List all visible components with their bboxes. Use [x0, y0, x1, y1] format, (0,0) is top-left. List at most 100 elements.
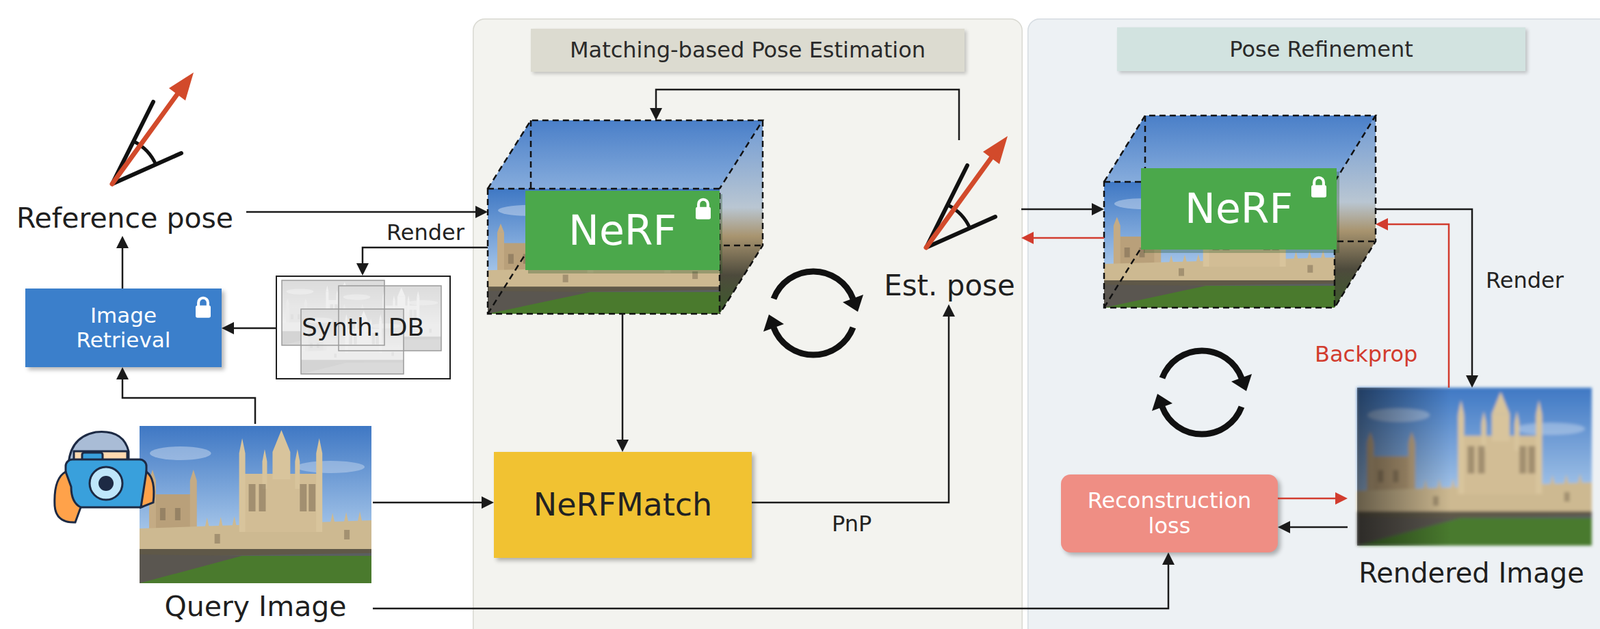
text-slot: NeRFMatch: [493, 452, 752, 559]
stage-panel: Matching-based Pose EstimationNeRF NeRFMa…: [472, 18, 1023, 629]
matcher-box: NeRFMatch: [493, 452, 752, 559]
node-text: Pose Refinement: [1229, 36, 1414, 63]
connector: [1021, 203, 1105, 216]
nerf-cube-art-part: [487, 120, 763, 314]
arrow-head: [1465, 375, 1479, 388]
nerf-cube-art-part: [1104, 115, 1376, 182]
connector-line: [362, 247, 488, 266]
edge-label: Render: [1485, 268, 1564, 294]
loss-box: Reconstruction loss: [1060, 474, 1278, 553]
nerf-cube-art-part-part: [719, 120, 763, 314]
connector-line: [1277, 497, 1338, 501]
nerf-cube-art-part: [1104, 115, 1376, 308]
nerf-cube-art-part-part: [1104, 115, 1376, 182]
arrow-head: [475, 205, 488, 219]
query-photo-part: [139, 426, 372, 584]
arrow-head: [221, 322, 234, 335]
connector: [616, 313, 629, 453]
pose-label: Reference pose: [3, 64, 247, 236]
nerf-cube-art-part: [1311, 177, 1327, 198]
photographer-icon-part: [89, 467, 123, 501]
nerf-cube-art-part-part: [487, 120, 763, 189]
node-text: Query Image: [164, 591, 347, 624]
node-text: Reconstruction loss: [1077, 488, 1263, 540]
nerf-cube-art-part: [1143, 171, 1340, 254]
edge-label-slot: Render: [386, 220, 465, 246]
rendered-photo-part-part: [1357, 387, 1592, 546]
node-text: Matching-based Pose Estimation: [569, 37, 926, 63]
edge-label: PnP: [831, 511, 872, 537]
node-text: Synth. DB: [301, 313, 425, 342]
connector-line: [246, 211, 478, 214]
connector: [751, 304, 955, 503]
arrow-head: [116, 235, 129, 249]
database-thumbnails: [281, 280, 442, 375]
connector-line: [1031, 237, 1105, 240]
connector-line: [751, 314, 949, 503]
retrieval-box: Image Retrieval: [25, 288, 222, 368]
cycle-icon-part: [763, 271, 864, 356]
arrow-head: [356, 263, 369, 276]
edge-label: Render: [386, 220, 465, 246]
database-thumbnail-frames-part: [338, 285, 442, 351]
node-text: NeRF: [1184, 185, 1293, 233]
connector: [116, 235, 129, 289]
connector-line: [1021, 208, 1094, 211]
node-text: Est. pose: [883, 269, 1016, 303]
nerf-cube-art-part-part: [1104, 181, 1335, 308]
connector-line: [122, 377, 256, 425]
arrow-head: [481, 496, 494, 509]
connector: [649, 89, 960, 141]
photographer-icon-part: [98, 476, 114, 492]
connector-line: [1288, 526, 1348, 529]
connector: [356, 247, 488, 276]
nerf-cube-art-part: [1141, 168, 1337, 250]
node-text: Reference pose: [16, 202, 234, 235]
nerf-cube-art-part: [487, 188, 720, 314]
nerf-cube-art-part-part: [530, 120, 763, 246]
connector-line: [372, 502, 484, 505]
text-slot: Reconstruction loss: [1060, 474, 1278, 553]
database-thumbnail-frames-part: [281, 280, 385, 346]
connector-line: [621, 313, 624, 442]
arrow-head: [649, 108, 663, 121]
nerf-cube-art-part: [719, 120, 763, 314]
database-thumbnail-frames-part: [300, 309, 404, 375]
arrow-head: [1375, 218, 1388, 231]
photographer-icon-part: [82, 452, 103, 463]
nerf-cube-art-part-part: [1145, 115, 1376, 242]
database-thumbnails-part: [338, 285, 442, 351]
text-slot: Query Image: [139, 588, 372, 627]
photographer-icon: [54, 432, 154, 523]
nerf-cube-art-part-part: [1104, 241, 1146, 308]
text-slot: NeRF: [525, 190, 720, 271]
connector-line: [231, 327, 276, 330]
arrow-head: [1277, 521, 1291, 534]
cycle-icon-part: [1151, 350, 1252, 435]
nerf-cube-art: [1104, 115, 1376, 308]
connector: [1277, 492, 1348, 505]
rendered-image: Rendered Image: [1347, 387, 1596, 592]
nerf-cube-art-part: [525, 190, 720, 271]
nerf-cube-art-part: [1334, 115, 1376, 308]
stage-panel: Pose RefinementNeRF Reconstruction loss Re…: [1027, 18, 1600, 629]
arrow-head: [1021, 231, 1034, 245]
pose-icon-part: [926, 136, 1008, 248]
nerf-cube-art: [487, 120, 763, 314]
connector: [1021, 231, 1105, 245]
nerf-cube-art-part: [528, 194, 723, 274]
connector-line: [121, 246, 124, 289]
text-slot: Est. pose: [877, 266, 1022, 306]
arrow-head: [1335, 492, 1348, 505]
edge-label-slot: Render: [1485, 268, 1564, 294]
nerf-cube-art-part: [1104, 181, 1335, 308]
edge-label-slot: PnP: [831, 511, 872, 537]
pose-icon-part: [112, 72, 194, 185]
panel-header: Pose Refinement: [1117, 27, 1526, 72]
pose-icon: [112, 72, 194, 185]
cycle-icon: [763, 271, 864, 356]
query-photo: [139, 426, 372, 584]
